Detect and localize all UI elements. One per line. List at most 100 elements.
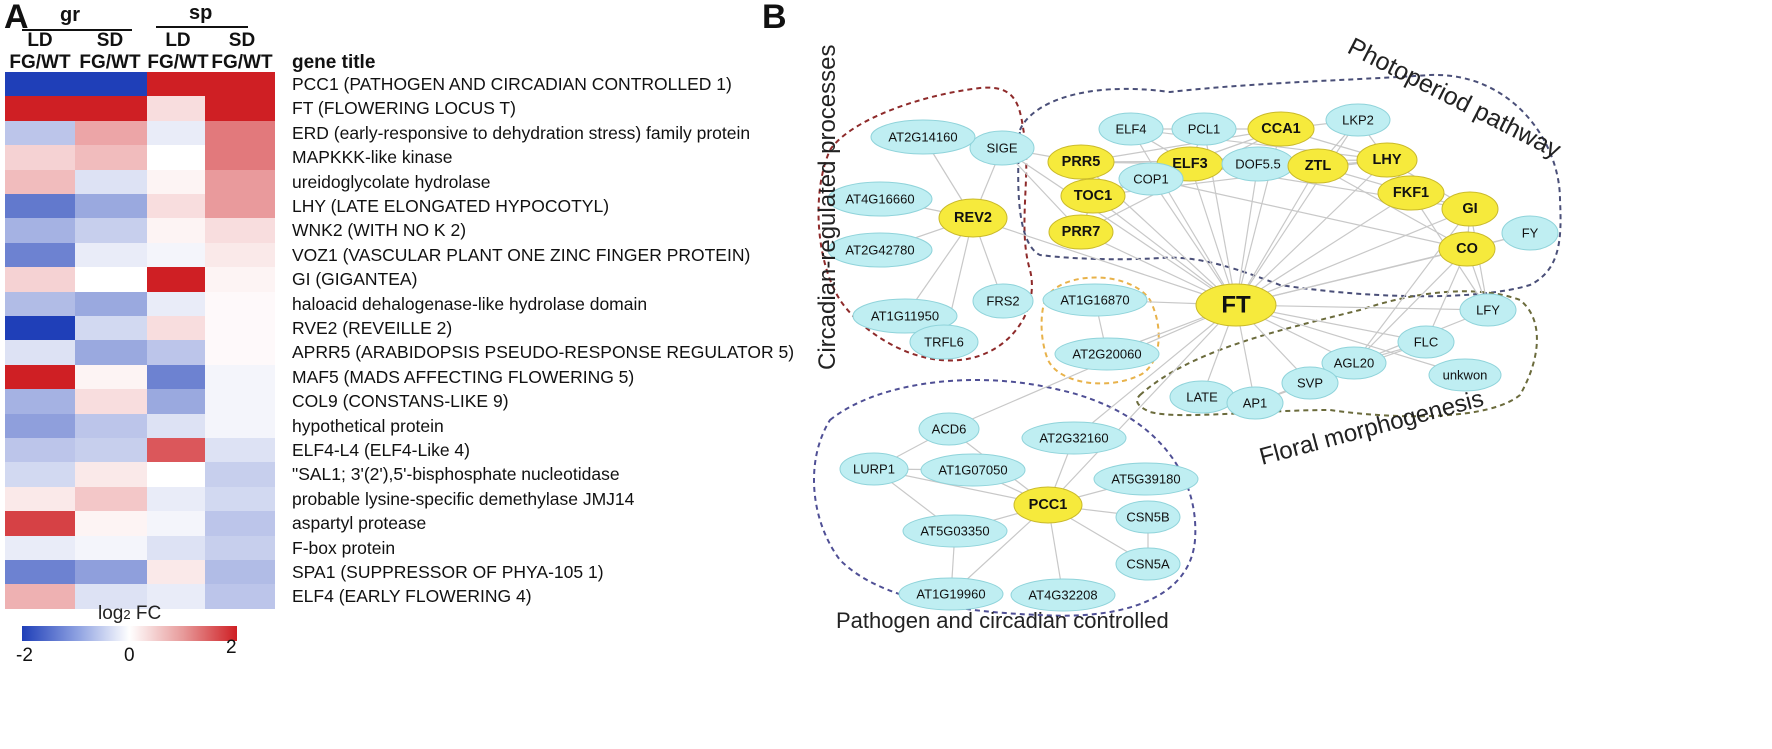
node-label: AT1G07050 xyxy=(938,463,1007,478)
node-label: FRS2 xyxy=(986,294,1019,309)
network-edge xyxy=(1235,192,1412,306)
node-label: PCC1 xyxy=(1029,497,1068,513)
heatmap-cell xyxy=(147,316,205,341)
node-shape xyxy=(920,453,1026,487)
node-label: FLC xyxy=(1414,335,1439,350)
node-label: FY xyxy=(1522,226,1539,241)
network-node-acd6: ACD6 xyxy=(918,412,980,446)
heatmap-cell xyxy=(5,169,75,195)
network-node-csn5a: CSN5A xyxy=(1115,547,1181,581)
network-edge xyxy=(1235,119,1359,306)
heatmap-cell xyxy=(75,72,147,97)
node-shape xyxy=(918,412,980,446)
node-shape xyxy=(1118,162,1184,196)
heatmap-cell xyxy=(147,145,205,171)
heatmap-cell xyxy=(5,145,75,171)
node-label: GI xyxy=(1462,201,1477,217)
network-edge xyxy=(972,217,1237,306)
node-shape xyxy=(1325,103,1391,137)
node-shape xyxy=(1195,283,1277,327)
heatmap-cell xyxy=(147,584,205,610)
node-shape xyxy=(1441,191,1499,227)
node-label: SIGE xyxy=(986,141,1017,156)
heatmap-cell xyxy=(75,242,147,268)
heatmap-cell xyxy=(5,413,75,439)
legend-tick-min: -2 xyxy=(16,645,33,666)
heatmap-cell xyxy=(147,96,205,122)
column-header-2-line2: FG/WT xyxy=(79,52,141,73)
network-edge xyxy=(1047,304,1237,506)
node-label: AT2G14160 xyxy=(888,130,957,145)
network-node-lhy: LHY xyxy=(1356,142,1418,178)
heatmap-cell xyxy=(75,340,147,366)
node-shape xyxy=(1021,421,1127,455)
heatmap-cell xyxy=(147,486,205,512)
network-node-at1g07050: AT1G07050 xyxy=(920,453,1026,487)
node-shape xyxy=(839,452,909,486)
node-shape xyxy=(1098,112,1164,146)
heatmap-cell xyxy=(5,462,75,488)
network-node-rev2: REV2 xyxy=(938,198,1008,238)
node-shape xyxy=(1428,358,1502,392)
network-node-lfy: LFY xyxy=(1459,293,1517,327)
column-header-3: LD FG/WT xyxy=(144,30,212,74)
heatmap-cell xyxy=(75,486,147,512)
network-node-at4g32208: AT4G32208 xyxy=(1010,578,1116,612)
network-node-prr5: PRR5 xyxy=(1047,144,1115,180)
gene-label: aspartyl protease xyxy=(292,513,427,534)
heatmap-cell xyxy=(75,291,147,317)
node-shape xyxy=(1287,148,1349,184)
heatmap-cell xyxy=(147,413,205,439)
group-line-sp xyxy=(156,26,248,28)
node-label: PRR5 xyxy=(1062,154,1101,170)
network-node-csn5b: CSN5B xyxy=(1115,500,1181,534)
gene-label: LHY (LATE ELONGATED HYPOCOTYL) xyxy=(292,196,610,216)
network-edge xyxy=(1235,165,1319,306)
heatmap-cell xyxy=(5,291,75,317)
heatmap-cell xyxy=(147,364,205,390)
heatmap-cell xyxy=(205,194,275,219)
group-label-sp: sp xyxy=(189,2,213,24)
gene-label: FT (FLOWERING LOCUS T) xyxy=(292,98,516,119)
heatmap-cell xyxy=(75,511,147,537)
node-label: AT1G16870 xyxy=(1060,293,1129,308)
network-node-at2g14160: AT2G14160 xyxy=(870,119,976,155)
node-shape xyxy=(969,130,1035,166)
heatmap-cell xyxy=(205,511,275,537)
node-shape xyxy=(1060,178,1126,214)
network-edge xyxy=(1353,248,1468,364)
node-shape xyxy=(827,181,933,217)
network-node-prr7: PRR7 xyxy=(1048,214,1114,250)
gene-label: VOZ1 (VASCULAR PLANT ONE ZINC FINGER PRO… xyxy=(292,244,751,265)
column-header-1-line1: LD xyxy=(27,30,53,51)
node-shape xyxy=(1501,215,1559,251)
node-label: LFY xyxy=(1476,303,1500,318)
network-node-frs2: FRS2 xyxy=(972,283,1034,319)
gene-label: MAPKKK-like kinase xyxy=(292,147,453,168)
heatmap xyxy=(5,72,275,610)
cluster-label-circadian: Circadian-regulated processes xyxy=(814,45,841,371)
network-node-dof5-5: DOF5.5 xyxy=(1221,146,1295,182)
node-shape xyxy=(1042,283,1148,317)
node-shape xyxy=(1013,486,1083,524)
heatmap-cell xyxy=(5,560,75,585)
heatmap-cell xyxy=(205,169,275,195)
network-node-flc: FLC xyxy=(1397,325,1455,359)
heatmap-cell xyxy=(75,584,147,610)
node-label: REV2 xyxy=(954,210,992,226)
heatmap-cell xyxy=(5,194,75,219)
network-node-late: LATE xyxy=(1169,380,1235,414)
node-label: CO xyxy=(1456,241,1478,257)
node-label: AT4G32208 xyxy=(1028,588,1097,603)
heatmap-cell xyxy=(205,242,275,268)
legend-title-sub: 2 xyxy=(123,607,131,622)
heatmap-cell xyxy=(205,462,275,488)
node-shape xyxy=(1377,175,1445,211)
node-label: PRR7 xyxy=(1062,224,1101,240)
network-node-cop1: COP1 xyxy=(1118,162,1184,196)
heatmap-cell xyxy=(147,72,205,97)
heatmap-cell xyxy=(75,389,147,415)
heatmap-cell xyxy=(5,389,75,415)
network-node-at1g16870: AT1G16870 xyxy=(1042,283,1148,317)
